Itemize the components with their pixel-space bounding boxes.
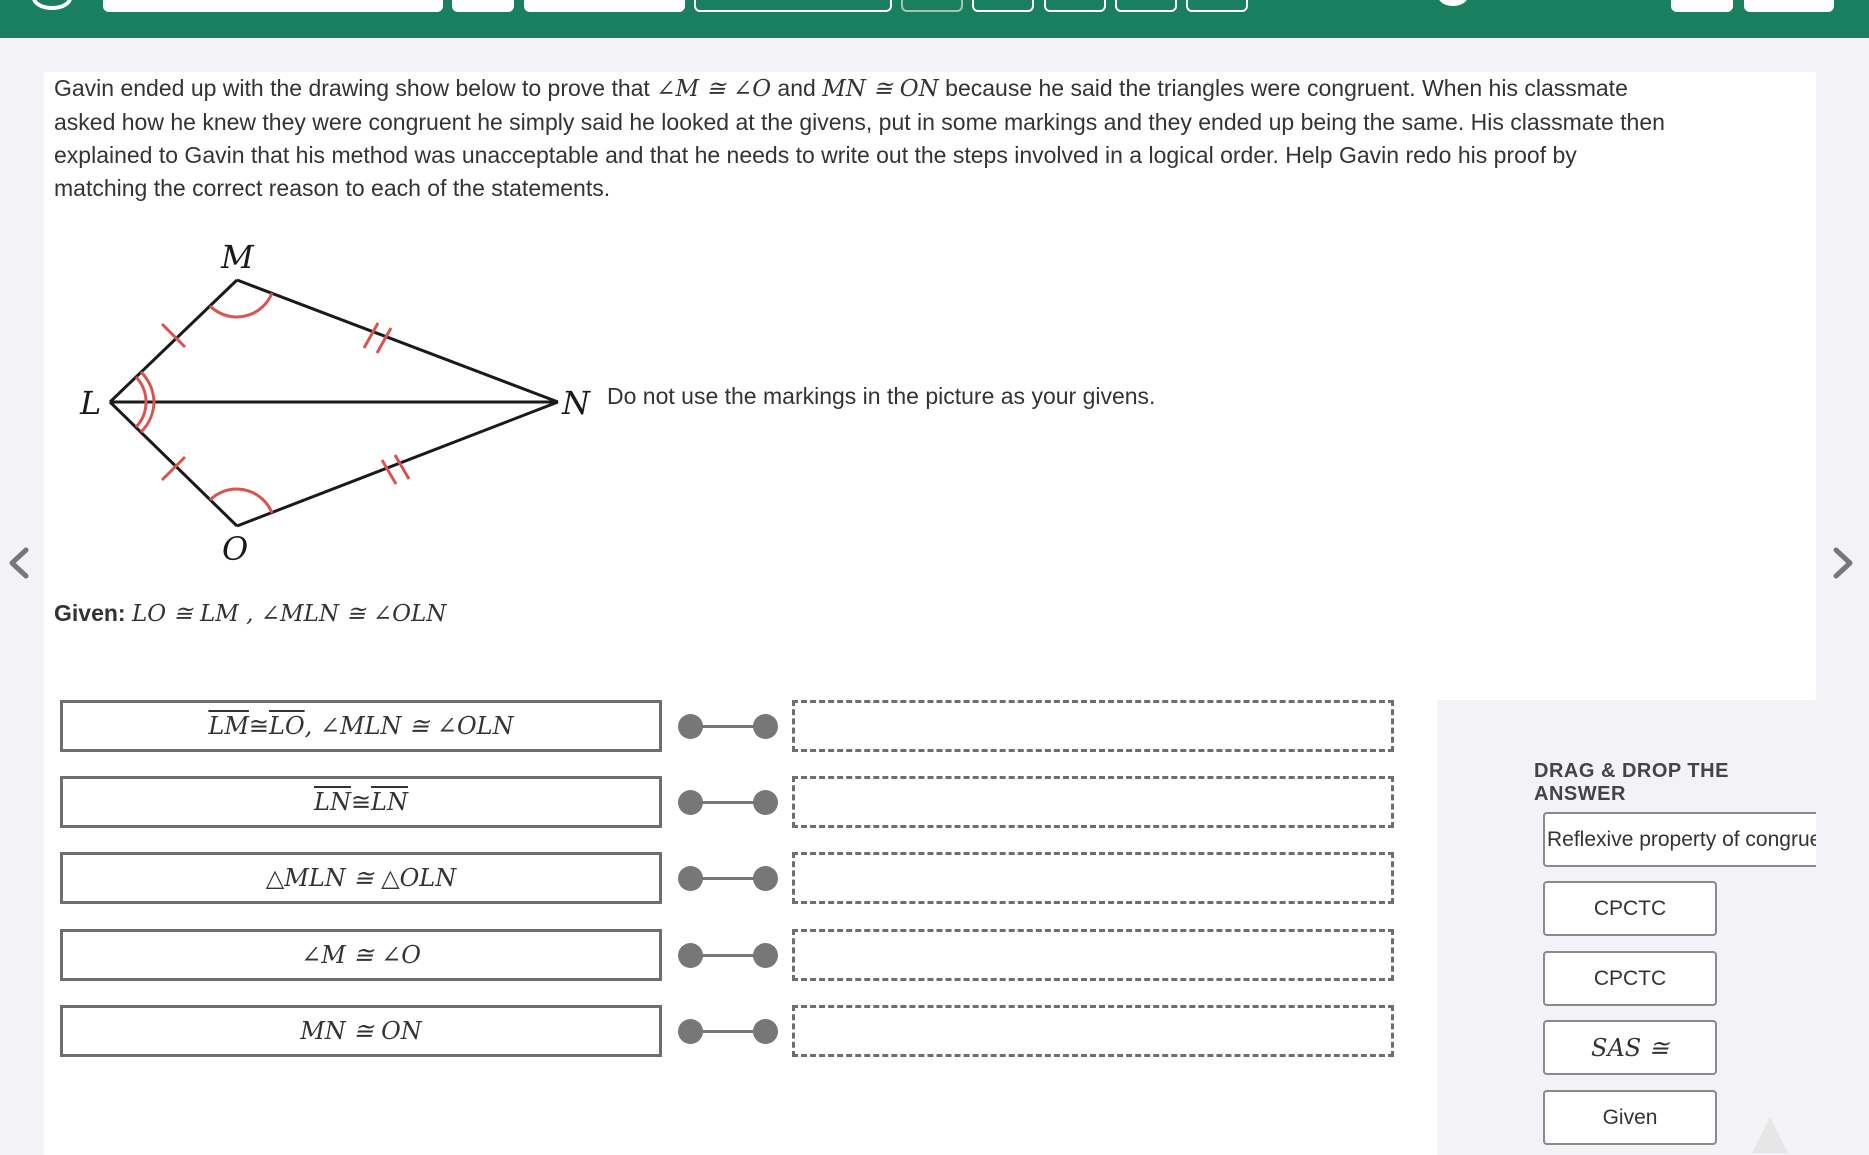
answer-bank-title: DRAG & DROP THE ANSWER <box>1534 760 1729 805</box>
angle-arc-L-outer <box>139 370 156 434</box>
angle-arc-O <box>208 487 274 514</box>
reason-dropzone-3[interactable] <box>792 852 1394 904</box>
angle-arc-M <box>208 292 274 319</box>
toolbar-button-8[interactable] <box>1115 0 1177 12</box>
statement-4: ∠M ≅ ∠O <box>60 929 662 981</box>
double-tick-MN-1 <box>362 322 380 349</box>
double-tick-MN-2 <box>375 327 393 354</box>
double-tick-ON-1 <box>380 459 398 485</box>
vertex-label-M: M <box>220 238 255 276</box>
statement-3: △MLN ≅ △OLN <box>60 852 662 904</box>
warning-icon[interactable] <box>1750 1115 1790 1155</box>
previous-arrow-icon[interactable] <box>6 546 32 580</box>
statement-5: MN ≅ ON <box>60 1005 662 1057</box>
statement-2: LN ≅ LN <box>60 776 662 828</box>
status-icon <box>1438 0 1468 6</box>
double-tick-ON-2 <box>393 454 411 480</box>
segment-ON <box>236 400 559 528</box>
toolbar-button-6[interactable] <box>972 0 1034 12</box>
diagram-note: Do not use the markings in the picture a… <box>607 383 1156 409</box>
tick-LO <box>160 455 187 482</box>
connector-5 <box>678 1018 778 1044</box>
answer-chip-sas[interactable]: SAS ≅ <box>1543 1020 1717 1075</box>
toolbar-button-5[interactable] <box>901 0 963 12</box>
connector-3 <box>678 865 778 891</box>
segment-LM <box>108 278 239 404</box>
connector-4 <box>678 942 778 968</box>
connector-1 <box>678 713 778 739</box>
toolbar-button-1[interactable] <box>103 0 443 12</box>
toolbar-button-9[interactable] <box>1186 0 1248 12</box>
given-statement: Given: LO ≅ LM , ∠MLN ≅ ∠OLN <box>54 600 447 627</box>
vertex-label-N: N <box>561 384 591 422</box>
vertex-label-L: L <box>79 384 101 422</box>
next-arrow-icon[interactable] <box>1830 546 1856 580</box>
vertex-label-O: O <box>222 530 248 568</box>
kite-diagram: M L N O <box>79 238 591 568</box>
reason-dropzone-5[interactable] <box>792 1005 1394 1057</box>
segment-MN <box>236 278 559 404</box>
reason-dropzone-1[interactable] <box>792 700 1394 752</box>
angle-arc-L-inner <box>134 375 148 429</box>
connector-2 <box>678 789 778 815</box>
toolbar-button-7[interactable] <box>1044 0 1106 12</box>
toolbar-button-4[interactable] <box>694 0 892 12</box>
reason-dropzone-2[interactable] <box>792 776 1394 828</box>
question-prompt: Gavin ended up with the drawing show bel… <box>54 75 1665 201</box>
prompt-math-angles: ∠M ≅ ∠O <box>656 76 772 102</box>
toolbar-button-10[interactable] <box>1671 0 1733 12</box>
answer-chip-given[interactable]: Given <box>1543 1090 1717 1145</box>
toolbar-button-2[interactable] <box>452 0 514 12</box>
prompt-math-segments: MN ≅ ON <box>822 76 939 102</box>
toolbar-button-3[interactable] <box>524 0 685 12</box>
reason-dropzone-4[interactable] <box>792 929 1394 981</box>
statement-1: LM ≅ LO, ∠MLN ≅ ∠OLN <box>60 700 662 752</box>
answer-chip-cpctc-2[interactable]: CPCTC <box>1543 951 1717 1006</box>
top-toolbar <box>0 0 1869 38</box>
answer-chip-reflexive[interactable]: Reflexive property of congruence <box>1543 812 1816 867</box>
tick-LM <box>160 322 187 349</box>
question-card: Gavin ended up with the drawing show bel… <box>44 72 1816 1155</box>
toolbar-button-11[interactable] <box>1744 0 1834 12</box>
answer-bank: DRAG & DROP THE ANSWER Reflexive propert… <box>1437 700 1816 1155</box>
menu-icon[interactable] <box>32 0 72 10</box>
segment-LO <box>108 400 239 528</box>
answer-chip-cpctc-1[interactable]: CPCTC <box>1543 881 1717 936</box>
